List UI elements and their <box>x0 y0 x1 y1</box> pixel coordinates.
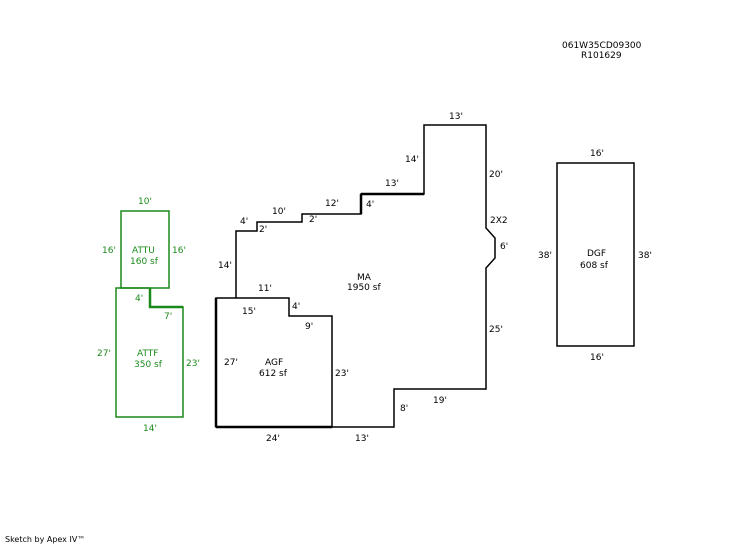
dim-agf-top-11: 11' <box>258 284 272 294</box>
dim-ma-step-12: 12' <box>325 199 339 209</box>
attf-step-bold <box>148 288 183 309</box>
account-id-label: R101629 <box>581 51 622 61</box>
parcel-id-label: 061W35CD09300 <box>562 41 642 51</box>
ma-outline <box>235 124 496 428</box>
dim-agf-right-23: 23' <box>335 369 349 379</box>
ma-name: MA <box>357 273 372 283</box>
dim-agf-top-4: 4' <box>292 302 300 312</box>
dgf-outline <box>556 162 635 347</box>
dgf-name: DGF <box>587 249 606 259</box>
dim-ma-top: 13' <box>449 112 463 122</box>
attu-area: 160 sf <box>130 257 159 267</box>
dim-ma-step-2a: 2' <box>309 215 317 225</box>
dim-ma-right-25: 25' <box>489 325 503 335</box>
dim-attf-right: 23' <box>186 359 200 369</box>
dim-ma-bottom-13: 13' <box>355 434 369 444</box>
attf-area: 350 sf <box>134 360 163 370</box>
ma-area: 1950 sf <box>347 283 381 293</box>
dim-ma-step-14: 14' <box>405 155 419 165</box>
dim-ma-bottom-8: 8' <box>400 404 408 414</box>
dim-ma-step-2b: 2' <box>259 225 267 235</box>
dim-ma-step-10: 10' <box>272 207 286 217</box>
sketch-credit: Sketch by Apex IV™ <box>5 535 86 544</box>
dim-ma-right-6: 6' <box>500 242 508 252</box>
dim-agf-inner-15: 15' <box>242 307 256 317</box>
dim-attu-right: 16' <box>172 246 186 256</box>
dim-ma-bottom-19: 19' <box>433 396 447 406</box>
dgf-area: 608 sf <box>580 261 609 271</box>
dim-ma-right-20: 20' <box>489 170 503 180</box>
dim-ma-notch: 2X2 <box>490 216 508 226</box>
dim-ma-step-4b: 4' <box>240 217 248 227</box>
dim-agf-inner-9: 9' <box>305 322 313 332</box>
dim-dgf-top: 16' <box>590 149 604 159</box>
attu-name: ATTU <box>132 246 155 256</box>
dim-ma-step-13: 13' <box>385 179 399 189</box>
dim-ma-step-4a: 4' <box>366 200 374 210</box>
dim-attf-7: 7' <box>164 312 172 322</box>
agf-name: AGF <box>265 358 283 368</box>
dim-attu-left: 16' <box>102 246 116 256</box>
dim-agf-left-27: 27' <box>224 358 238 368</box>
dim-attf-left: 27' <box>97 349 111 359</box>
dim-dgf-bottom: 16' <box>590 353 604 363</box>
agf-area: 612 sf <box>259 369 288 379</box>
attf-name: ATTF <box>137 349 158 359</box>
dim-agf-bottom-24: 24' <box>266 434 280 444</box>
dim-dgf-left: 38' <box>538 251 552 261</box>
dim-attu-top: 10' <box>138 197 152 207</box>
dim-dgf-right: 38' <box>638 251 652 261</box>
dim-attf-bottom: 14' <box>143 424 157 434</box>
dim-ma-left-14: 14' <box>218 261 232 271</box>
dim-attf-4: 4' <box>135 294 143 304</box>
